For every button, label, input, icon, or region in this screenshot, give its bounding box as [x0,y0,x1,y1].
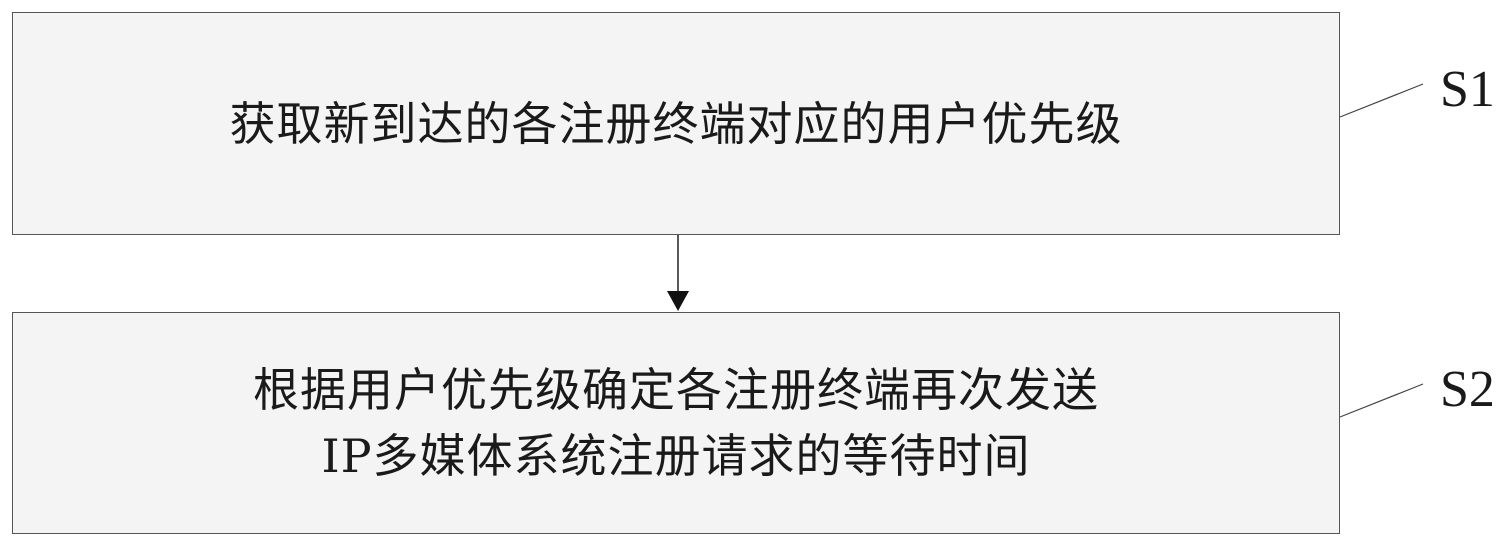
step-label-s2: S2 [1440,361,1495,418]
step-box-s1: 获取新到达的各注册终端对应的用户优先级 [12,12,1340,235]
step-s2-text: 根据用户优先级确定各注册终端再次发送 IP多媒体系统注册请求的等待时间 [253,357,1099,489]
step-s1-text: 获取新到达的各注册终端对应的用户优先级 [230,91,1123,157]
step-s1-text-line-1: 获取新到达的各注册终端对应的用户优先级 [229,96,1123,151]
leader-line-s1 [1339,83,1424,118]
flow-arrow-head [667,291,689,311]
step-box-s2: 根据用户优先级确定各注册终端再次发送 IP多媒体系统注册请求的等待时间 [12,312,1340,534]
step-label-s1: S1 [1440,61,1495,118]
leader-line-s2 [1339,383,1424,418]
step-s2-text-line-2: IP多媒体系统注册请求的等待时间 [321,429,1031,483]
step-s2-text-line-1: 根据用户优先级确定各注册终端再次发送 [253,363,1099,417]
